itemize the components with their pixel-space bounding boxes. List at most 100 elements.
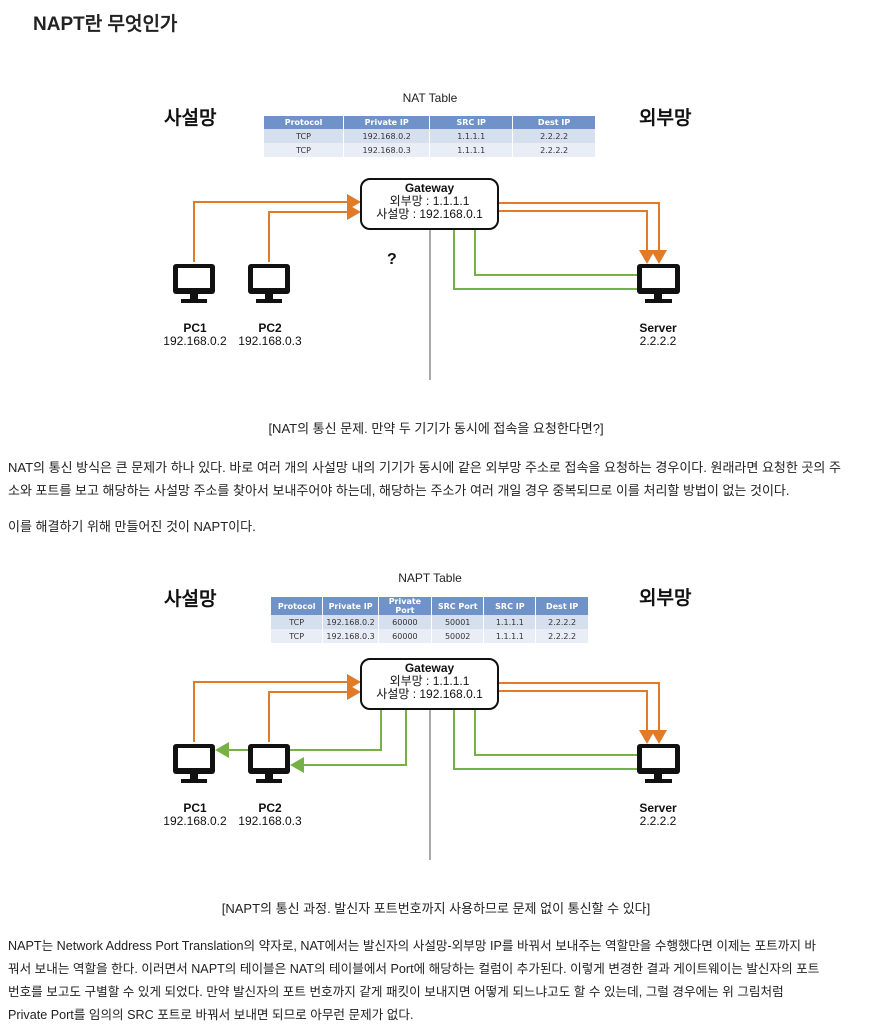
pc1-request-line [193,194,361,262]
pc2-monitor-icon [248,744,290,783]
gateway-box [360,658,499,710]
table-cell: 50002 [431,629,485,643]
server-label: Server 2.2.2.2 [618,322,698,348]
pc1-request-line [193,674,361,742]
table-cell: 1.1.1.1 [429,129,514,143]
gateway-outer-ip: 외부망 : 1.1.1.1 [389,194,470,208]
page-title: NAPT란 무엇인가 [33,14,178,35]
server-response-line-1 [467,696,637,756]
column-header: SRC Port [431,597,485,615]
paragraph-line: NAPT는 Network Address Port Translation의 … [8,939,817,953]
napt-intro-paragraph: 이를 해결하기 위해 만들어진 것이 NAPT이다. [8,519,256,534]
column-header: Protocol [264,116,345,129]
gateway-inner-ip: 사설망 : 192.168.0.1 [376,687,483,701]
gateway-label: Gateway 외부망 : 1.1.1.1 사설망 : 192.168.0.1 [361,182,498,221]
pc2-ip: 192.168.0.3 [238,334,302,348]
table-cell: 192.168.0.3 [322,629,379,643]
napt-diagram-caption: [NAPT의 통신 과정. 발신자 포트번호까지 사용하므로 문제 없이 통신할… [221,901,651,916]
table-cell: TCP [264,129,345,143]
table-cell: 1.1.1.1 [483,615,537,629]
gateway-inner-ip: 사설망 : 192.168.0.1 [376,207,483,221]
column-header: Protocol [271,597,324,615]
nat-table-title: NAT Table [402,91,458,105]
pc2-name: PC2 [258,801,282,815]
table-cell: 192.168.0.2 [343,129,431,143]
pc1-label: PC1 192.168.0.2 [155,322,235,348]
table-cell: 2.2.2.2 [535,629,589,643]
pc1-name: PC1 [183,801,207,815]
server-label: Server 2.2.2.2 [618,802,698,828]
external-network-label: 외부망 [639,108,692,129]
table-cell: 192.168.0.2 [322,615,379,629]
napt-diagram-lines [173,658,680,860]
table-cell: 1.1.1.1 [429,143,514,157]
table-row: TCP 192.168.0.3 1.1.1.1 2.2.2.2 [264,143,596,157]
nat-diagram-lines [173,178,680,380]
nat-table: Protocol Private IP SRC IP Dest IP TCP 1… [264,116,596,157]
gateway-to-server-line-1 [499,682,667,744]
gateway-box [360,178,499,230]
napt-table: Protocol Private IP Private Port SRC Por… [271,597,589,643]
pc2-ip: 192.168.0.3 [238,814,302,828]
server-monitor-icon [637,264,680,303]
server-response-line-2 [446,216,637,290]
pc1-label: PC1 192.168.0.2 [155,802,235,828]
gateway-to-server-line-1 [499,202,667,264]
nat-diagram: 사설망 외부망 NAT Table Protocol Private IP SR… [0,0,872,400]
column-header: Dest IP [512,116,596,129]
pc2-label: PC2 192.168.0.3 [230,322,310,348]
pc2-request-line [268,204,361,262]
table-row: TCP 192.168.0.2 60000 50001 1.1.1.1 2.2.… [271,615,589,629]
table-cell: TCP [271,629,324,643]
external-network-label: 외부망 [639,588,692,609]
nat-table-header: Protocol Private IP SRC IP Dest IP [264,116,596,129]
pc2-monitor-icon [248,264,290,303]
pc1-monitor-icon [173,264,215,303]
column-header: Dest IP [535,597,589,615]
napt-explanation-paragraph: NAPT는 Network Address Port Translation의 … [8,935,856,1027]
napt-diagram: 사설망 외부망 NAPT Table Protocol Private IP P… [0,560,872,880]
table-cell: 192.168.0.3 [343,143,431,157]
gateway-to-server-line-2 [499,210,655,264]
nat-problem-paragraph: NAT의 통신 방식은 큰 문제가 하나 있다. 바로 여러 개의 사설망 내의… [8,456,856,502]
table-cell: TCP [271,615,324,629]
table-cell: 2.2.2.2 [535,615,589,629]
gateway-to-pc1-response-line [215,703,382,758]
paragraph-line: 번호를 보고도 구별할 수 있게 되었다. 만약 발신자의 포트 번호까지 같게… [8,985,784,999]
column-header: Private Port [378,597,432,615]
napt-table-title: NAPT Table [398,571,462,585]
question-mark: ? [387,251,397,268]
paragraph-line: 꿔서 보내는 역할을 한다. 이러면서 NAPT의 테이블은 NAT의 테이블에… [8,962,820,976]
column-header: Private IP [322,597,379,615]
table-cell: 2.2.2.2 [512,143,596,157]
table-row: TCP 192.168.0.3 60000 50002 1.1.1.1 2.2.… [271,629,589,643]
pc2-name: PC2 [258,321,282,335]
gateway-label: Gateway 외부망 : 1.1.1.1 사설망 : 192.168.0.1 [361,662,498,701]
pc2-label: PC2 192.168.0.3 [230,802,310,828]
column-header: SRC IP [429,116,514,129]
paragraph-line: 소와 포트를 보고 해당하는 사설망 주소를 찾아서 보내주어야 하는데, 해당… [8,483,790,498]
table-row: TCP 192.168.0.2 1.1.1.1 2.2.2.2 [264,129,596,143]
column-header: Private IP [343,116,431,129]
table-cell: 2.2.2.2 [512,129,596,143]
paragraph-line: Private Port를 임의의 SRC 포트로 바꿔서 보내면 되므로 아무… [8,1008,414,1022]
gateway-outer-ip: 외부망 : 1.1.1.1 [389,674,470,688]
server-name: Server [639,801,677,815]
server-response-line-1 [467,216,637,276]
server-ip: 2.2.2.2 [639,814,677,828]
table-cell: TCP [264,143,345,157]
table-cell: 50001 [431,615,485,629]
server-response-line-2 [446,696,637,770]
gateway-to-pc2-response-line [290,703,407,773]
pc2-request-line [268,684,361,742]
pc1-name: PC1 [183,321,207,335]
gateway-to-server-line-2 [499,690,655,744]
private-network-label: 사설망 [164,108,217,129]
pc1-monitor-icon [173,744,215,783]
pc1-ip: 192.168.0.2 [163,814,227,828]
server-ip: 2.2.2.2 [639,334,677,348]
nat-diagram-caption: [NAT의 통신 문제. 만약 두 기기가 동시에 접속을 요청한다면?] [268,421,604,436]
server-monitor-icon [637,744,680,783]
table-cell: 1.1.1.1 [483,629,537,643]
private-network-label: 사설망 [164,589,217,610]
